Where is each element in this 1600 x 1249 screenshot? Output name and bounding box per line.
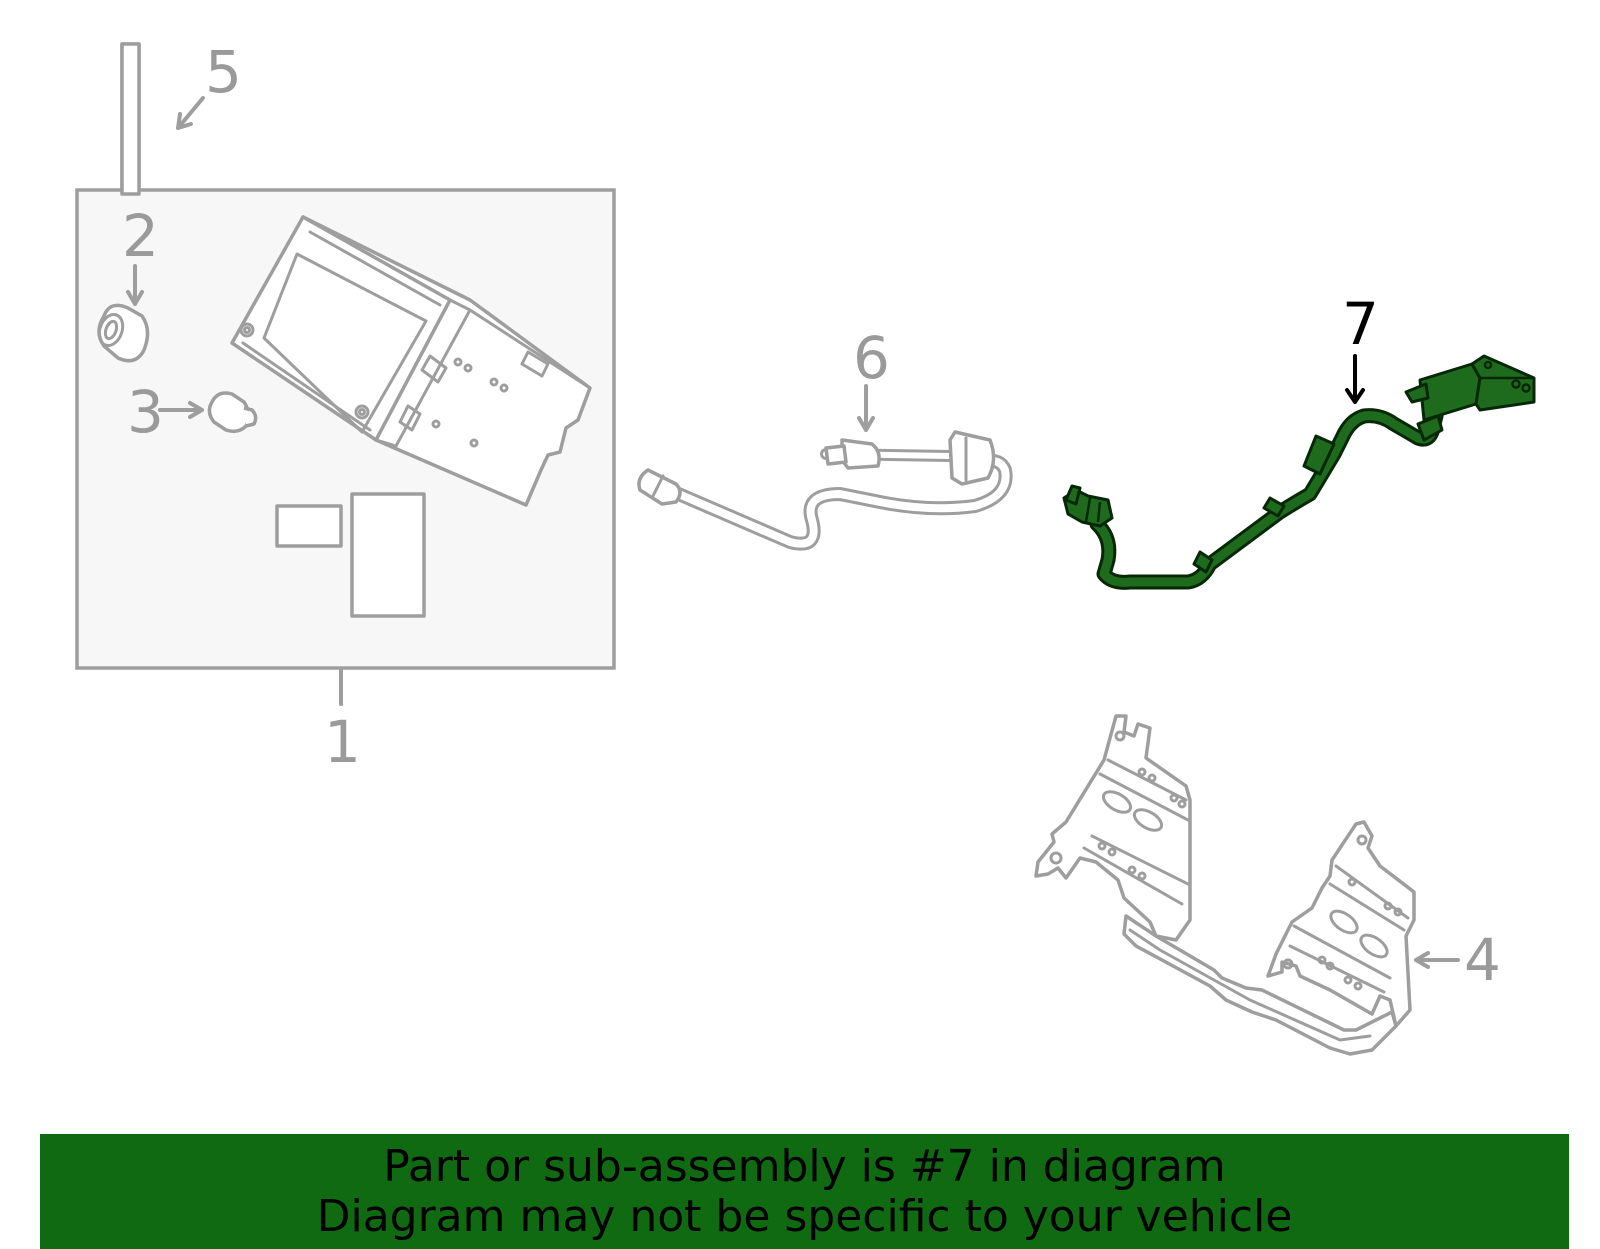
callout-5-label: 5 <box>205 38 242 106</box>
part-6-antenna-cable[interactable] <box>637 430 1013 551</box>
part-4-mounting-bracket[interactable] <box>1034 714 1416 1056</box>
callout-5-arrow <box>176 96 205 130</box>
part-1-label-small[interactable] <box>275 504 343 548</box>
callout-7-label: 7 <box>1342 290 1379 358</box>
part-1-display-unit[interactable] <box>230 215 592 507</box>
callout-2-label: 2 <box>122 202 159 270</box>
callout-3-arrow <box>158 401 204 419</box>
callout-3: 3 <box>127 378 204 446</box>
banner-line-2: Diagram may not be specific to your vehi… <box>316 1190 1293 1242</box>
callout-1-label: 1 <box>324 708 361 776</box>
callout-4: 4 <box>1414 926 1501 994</box>
part-3-clip[interactable] <box>207 391 258 434</box>
callout-2: 2 <box>122 202 159 306</box>
part-1-label-large[interactable] <box>350 492 426 618</box>
info-banner: Part or sub-assembly is #7 in diagram Di… <box>40 1134 1569 1249</box>
callout-7: 7 <box>1342 290 1379 404</box>
banner-line-1: Part or sub-assembly is #7 in diagram <box>383 1140 1226 1192</box>
callout-7-arrow <box>1345 354 1365 404</box>
callout-3-label: 3 <box>127 378 164 446</box>
part-2-grommet[interactable] <box>95 303 150 363</box>
part-7-cable[interactable] <box>1062 354 1536 590</box>
callout-2-arrow <box>126 264 144 306</box>
callout-6: 6 <box>853 324 890 432</box>
callout-5: 5 <box>176 38 242 130</box>
callout-4-arrow <box>1414 951 1460 969</box>
part-5-antenna-rod-top <box>120 42 141 196</box>
callout-6-arrow <box>857 384 875 432</box>
callout-4-label: 4 <box>1464 926 1501 994</box>
callout-6-label: 6 <box>853 324 890 392</box>
callout-1: 1 <box>324 668 361 776</box>
